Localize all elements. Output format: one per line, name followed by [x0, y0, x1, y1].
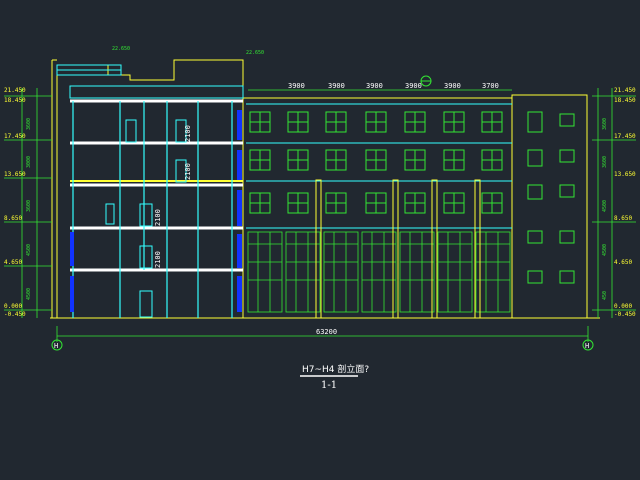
- grid-label: H: [54, 342, 58, 350]
- dim-label: 3700: [482, 82, 499, 90]
- left-dim-labels: 3600 3000 3600 4500 4500: [26, 118, 32, 300]
- dim-label: 3600: [602, 118, 608, 130]
- drawing-title: H7~H4 剖立面?: [302, 363, 369, 375]
- dim-label: 3000: [26, 156, 32, 168]
- storefront-bay: [437, 231, 473, 313]
- grid-bubble-left: H: [51, 339, 63, 351]
- dim-label: 4500: [26, 244, 32, 256]
- elev-label: 18.450: [614, 97, 636, 104]
- dim-label: 3900: [405, 82, 422, 90]
- roof-parapet: [56, 64, 244, 99]
- total-length-label: 63200: [316, 328, 337, 336]
- elev-label: 0.000: [614, 303, 632, 310]
- roof-elev-label: 22.650: [112, 46, 130, 52]
- dim-label: 3900: [366, 82, 383, 90]
- elevation-floor-lines: [246, 103, 512, 229]
- building-outline: [50, 59, 600, 319]
- storefront-bay: [399, 231, 435, 313]
- axis-marker: [420, 75, 432, 87]
- dim-label: 3900: [328, 82, 345, 90]
- dim-label: 4500: [602, 200, 608, 212]
- right-dim-labels: 3600 3600 4500 4500 450: [602, 118, 608, 300]
- storefront-bay: [475, 231, 511, 313]
- storefront-bay: [285, 231, 321, 313]
- dimension-lines: [21, 88, 613, 342]
- section-floors: [70, 99, 243, 272]
- storefront-bay: [361, 231, 397, 313]
- dim-label: 2100: [184, 163, 192, 180]
- elev-label: 13.650: [614, 171, 636, 178]
- dim-label: 2100: [154, 209, 162, 226]
- dim-label: 3900: [444, 82, 461, 90]
- storefront-bay: [247, 231, 283, 313]
- elev-label: 18.450: [4, 97, 26, 104]
- dim-label: 2100: [154, 251, 162, 268]
- dim-label: 3600: [26, 200, 32, 212]
- elev-label: -0.450: [614, 311, 636, 318]
- section-doors: [105, 119, 187, 318]
- dim-label: 2100: [184, 125, 192, 142]
- grid-label: H: [585, 342, 589, 350]
- left-elevation-labels: 21.450 18.450 17.450 13.650 8.650 4.650 …: [4, 87, 26, 318]
- dim-label: 4500: [602, 244, 608, 256]
- elev-label: 4.650: [4, 259, 22, 266]
- left-elevation-ticks: [4, 95, 52, 311]
- section-glazing: [70, 110, 242, 312]
- dim-label: 450: [602, 291, 608, 300]
- dim-label: 3600: [602, 156, 608, 168]
- elev-label: 0.000: [4, 303, 22, 310]
- right-elevation-ticks: [592, 95, 636, 311]
- dim-label: 3900: [288, 82, 305, 90]
- right-wing-windows: [527, 111, 575, 284]
- top-dim-labels: 3900 3900 3900 3900 3900 3700: [288, 82, 499, 90]
- elev-label: 8.650: [614, 215, 632, 222]
- elev-label: 21.450: [614, 87, 636, 94]
- storefront-bay: [323, 231, 359, 313]
- elev-label: 17.450: [614, 133, 636, 140]
- elev-label: 8.650: [4, 215, 22, 222]
- dim-label: 4500: [26, 288, 32, 300]
- inner-dim-labels: 2100 2100 2100 2100: [154, 125, 192, 268]
- elev-label: 4.650: [614, 259, 632, 266]
- elev-label: 17.450: [4, 133, 26, 140]
- elevation-windows: [249, 111, 503, 214]
- grid-bubble-right: H: [582, 339, 594, 351]
- elev-label: 13.650: [4, 171, 26, 178]
- roof-elev-label: 22.650: [246, 50, 264, 56]
- dim-label: 3600: [26, 118, 32, 130]
- right-elevation-labels: 21.450 18.450 17.450 13.650 8.650 4.650 …: [614, 87, 636, 318]
- elev-label: -0.450: [4, 311, 26, 318]
- storefront-grid: [247, 231, 511, 313]
- drawing-subtitle: 1-1: [321, 380, 337, 391]
- elev-label: 21.450: [4, 87, 26, 94]
- elevation-pilasters: [315, 179, 481, 319]
- section-columns: [72, 101, 233, 318]
